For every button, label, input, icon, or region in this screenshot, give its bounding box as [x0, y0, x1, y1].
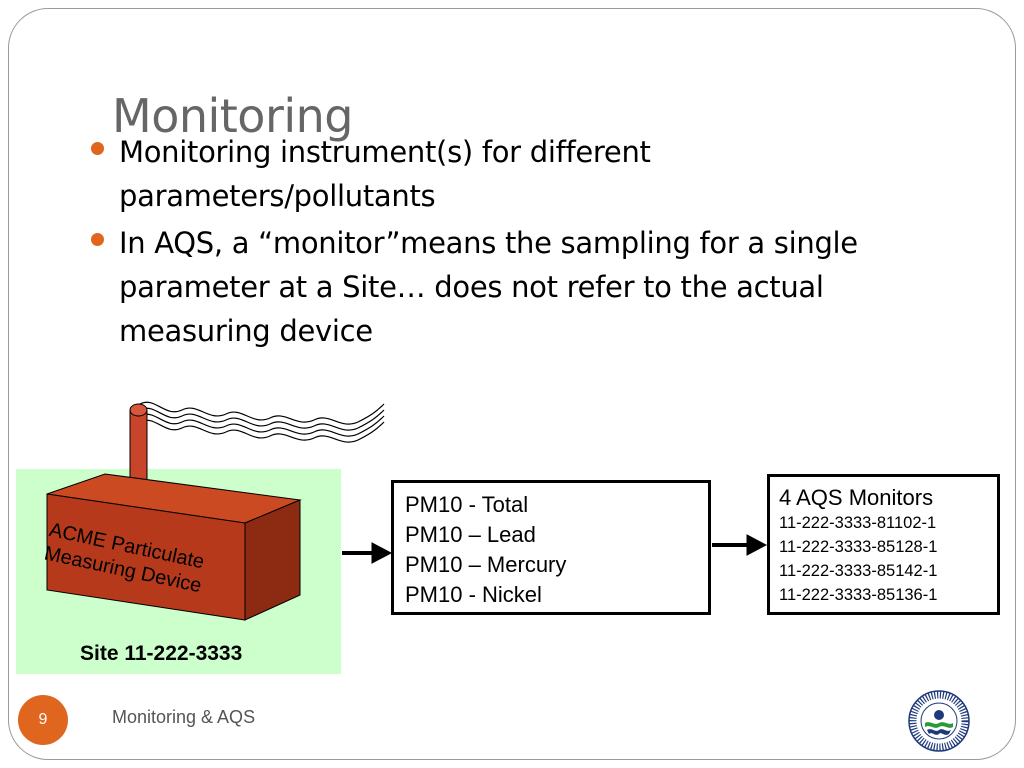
- parameter-item: PM10 - Total: [405, 492, 529, 517]
- page-number-badge: 9: [18, 695, 68, 745]
- arrow-icon: [712, 534, 768, 556]
- bullet-item: Monitoring instrument(s) for different p…: [88, 130, 968, 218]
- monitors-box: 4 AQS Monitors 11-222-3333-81102-1 11-22…: [767, 474, 1000, 615]
- parameter-item: PM10 – Mercury: [405, 552, 567, 577]
- device-box-icon: [46, 473, 302, 621]
- monitor-id: 11-222-3333-85128-1: [779, 538, 938, 556]
- parameter-item: PM10 – Lead: [405, 522, 536, 547]
- site-label: Site 11-222-3333: [80, 642, 243, 665]
- monitor-id: 11-222-3333-81102-1: [779, 514, 937, 532]
- page-number: 9: [38, 711, 48, 728]
- footer-text: Monitoring & AQS: [112, 707, 256, 727]
- arrow-icon: [342, 542, 393, 564]
- parameters-box: PM10 - Total PM10 – Lead PM10 – Mercury …: [391, 480, 711, 615]
- bullet-item: In AQS, a “monitor”means the sampling fo…: [88, 221, 968, 353]
- bullet-list: Monitoring instrument(s) for different p…: [88, 130, 968, 356]
- bullet-text: In AQS, a “monitor”means the sampling fo…: [119, 226, 858, 348]
- monitor-id: 11-222-3333-85136-1: [779, 586, 938, 604]
- bullet-dot-icon: [91, 142, 104, 155]
- slide-frame: [8, 8, 1016, 760]
- bullet-text: Monitoring instrument(s) for different p…: [119, 135, 651, 213]
- monitor-id: 11-222-3333-85142-1: [779, 562, 938, 580]
- smoke-icon: [139, 401, 385, 443]
- parameter-item: PM10 - Nickel: [405, 582, 542, 607]
- epa-seal-icon: [908, 690, 970, 752]
- slide-title: Monitoring: [112, 88, 354, 143]
- bullet-dot-icon: [91, 233, 104, 246]
- monitors-heading: 4 AQS Monitors: [779, 485, 934, 510]
